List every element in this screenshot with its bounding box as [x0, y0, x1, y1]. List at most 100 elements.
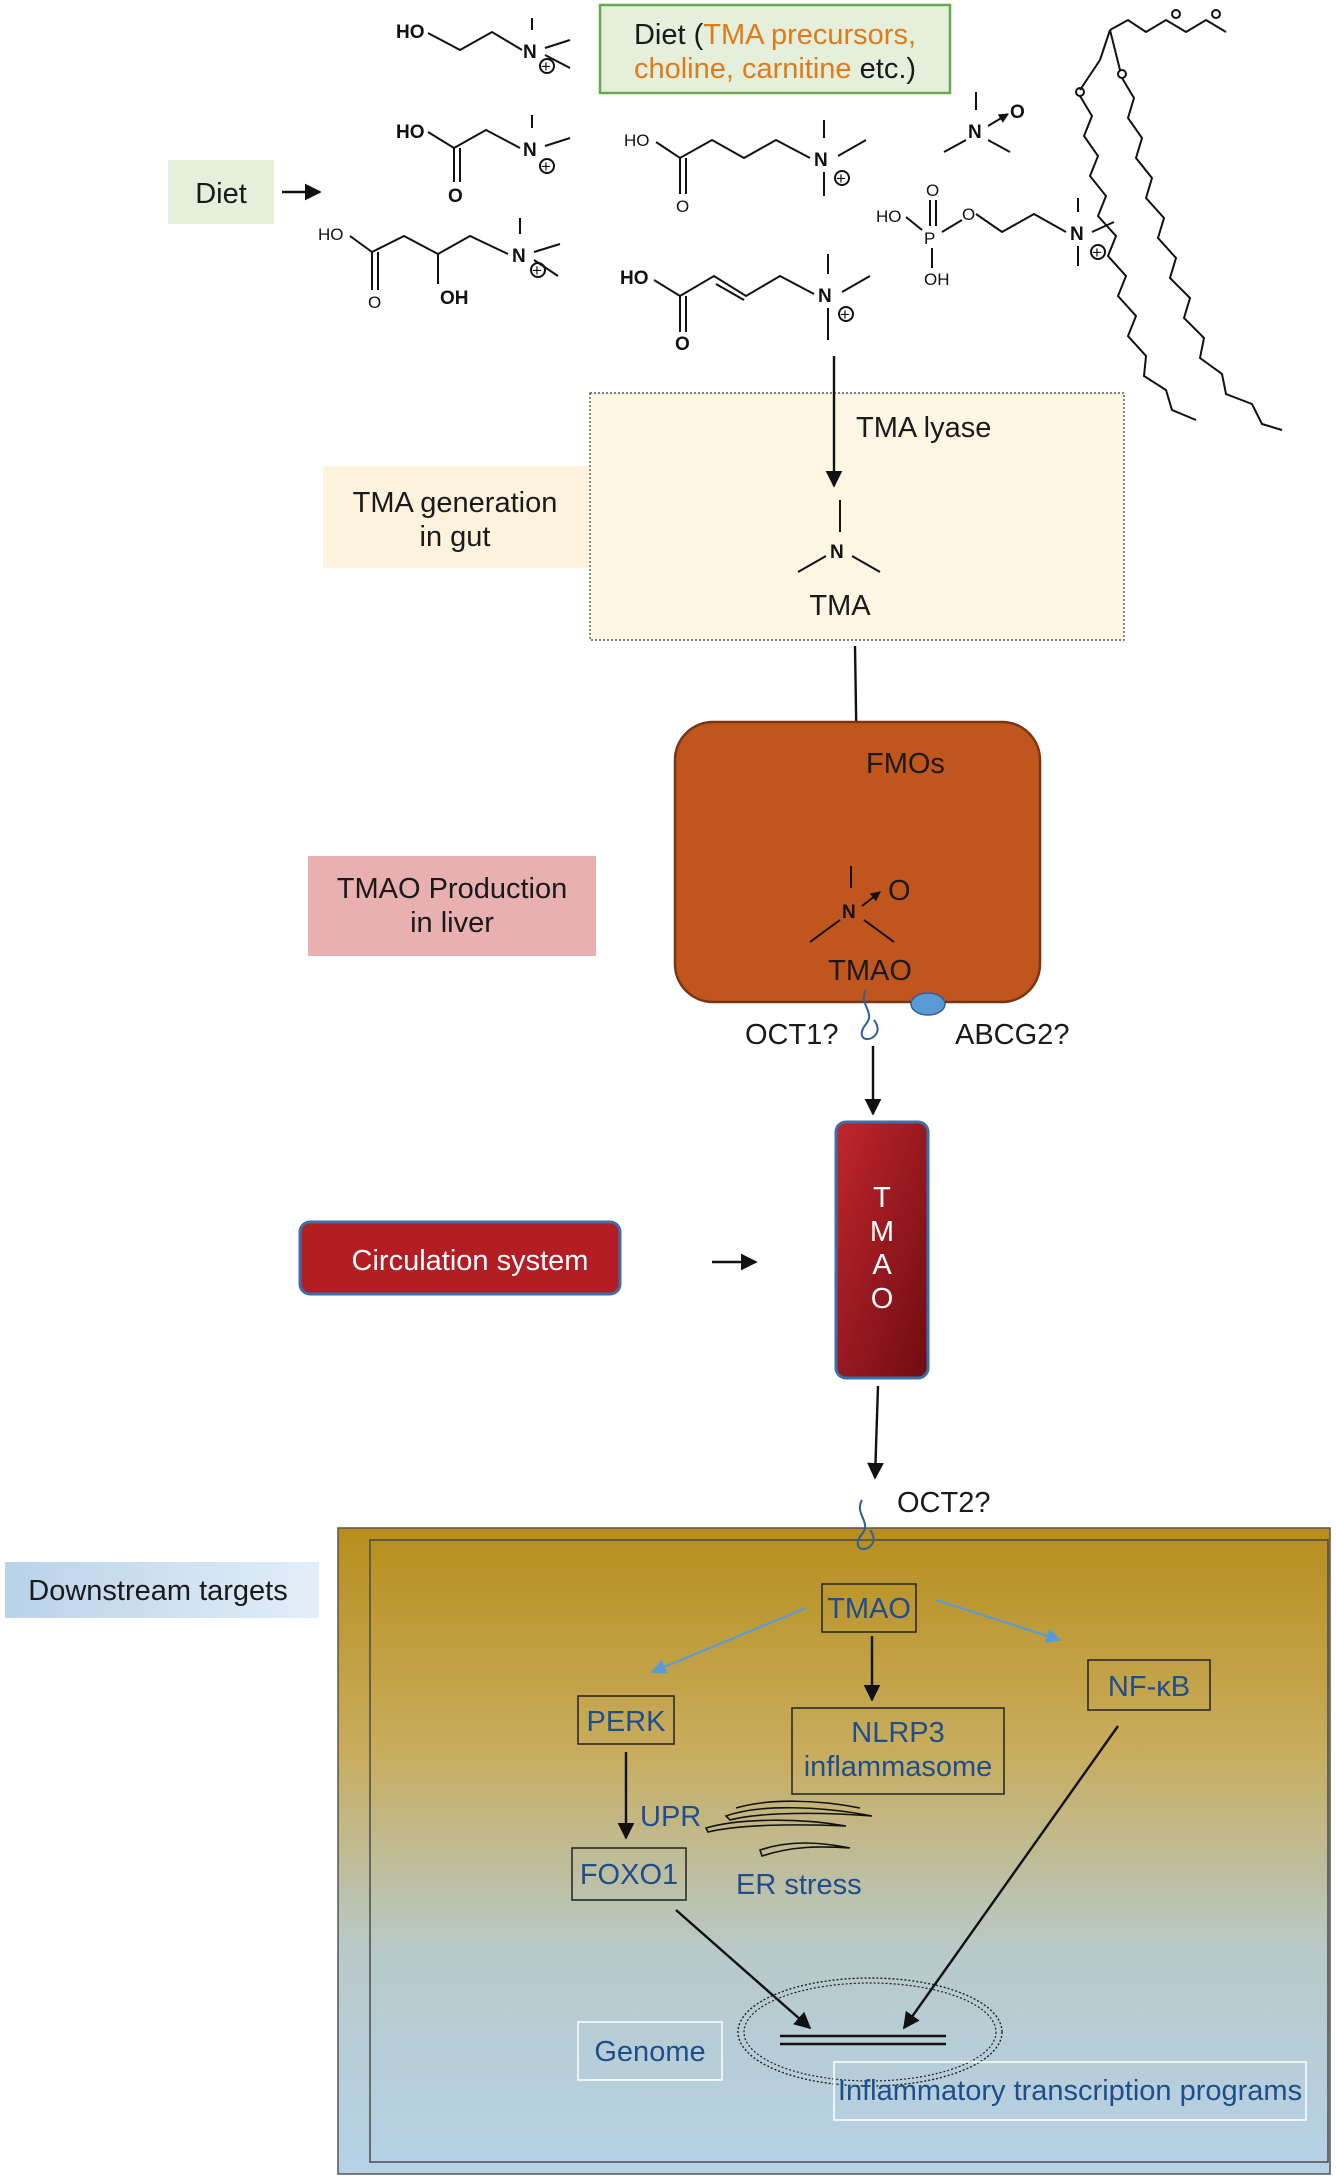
svg-text:OH: OH: [440, 288, 469, 309]
downstream-label-box: [5, 1562, 319, 1618]
nucleus-ellipse: [737, 1977, 1003, 2087]
svg-text:HO: HO: [396, 22, 425, 43]
tma-molecule: N: [797, 500, 881, 573]
svg-text:O: O: [448, 186, 463, 207]
svg-text:HO: HO: [876, 207, 902, 226]
choline-molecule: HO N +: [396, 18, 571, 76]
arrow-tmao-to-perk: [650, 1606, 807, 1674]
svg-text:HO: HO: [624, 131, 650, 150]
nucleus-ellipse-inner: [743, 1982, 997, 2082]
nlrp3-label-line2: inflammasome: [804, 1751, 993, 1783]
svg-text:O: O: [368, 293, 381, 312]
svg-text:O: O: [675, 334, 690, 355]
arrow-tmao-to-nfkb: [935, 1598, 1062, 1644]
svg-text:+: +: [1092, 243, 1102, 262]
blood-letter-t: T: [873, 1182, 891, 1214]
svg-text:O: O: [962, 205, 975, 224]
diet-info-box: [598, 3, 952, 95]
perk-box: [577, 1695, 675, 1745]
foxo1-box: [571, 1847, 687, 1901]
arrow-nfkb-to-genome: [903, 1725, 1119, 2030]
diet-label: Diet: [195, 178, 247, 210]
svg-text:P: P: [924, 229, 935, 248]
gut-box: [589, 392, 1125, 641]
blood-letter-a: A: [872, 1249, 892, 1281]
nfkb-box: [1087, 1659, 1211, 1711]
genome-box: [577, 2021, 723, 2081]
svg-text:N: N: [830, 542, 844, 563]
er-stress-label: ER stress: [736, 1869, 862, 1901]
nfkb-label: NF-κB: [1108, 1671, 1190, 1703]
svg-text:O: O: [1010, 102, 1025, 123]
svg-text:+: +: [532, 261, 542, 280]
svg-text:N: N: [818, 286, 832, 307]
circulation-label-box: [298, 1220, 622, 1296]
inflammatory-label: Inflammatory transcription programs: [838, 2075, 1302, 2107]
cell-tmao-label: TMAO: [827, 1593, 911, 1625]
genome-label: Genome: [594, 2036, 705, 2068]
diet-info-line2: choline, carnitine etc.): [634, 53, 916, 85]
downstream-label: Downstream targets: [28, 1575, 288, 1607]
abcg2-label: ABCG2?: [955, 1019, 1069, 1051]
diet-info-line1: Diet (TMA precursors,: [634, 19, 916, 51]
liver-label-line2: in liver: [410, 907, 494, 939]
betaine-molecule: HO O N +: [396, 115, 571, 207]
fmos-label: FMOs: [866, 748, 945, 780]
svg-text:OH: OH: [924, 270, 950, 289]
circulation-label: Circulation system: [352, 1245, 589, 1277]
svg-text:N: N: [523, 42, 537, 63]
svg-text:N: N: [814, 150, 828, 171]
abcg2-transporter-icon: [910, 992, 946, 1016]
nlrp3-box: [791, 1707, 1005, 1795]
oct2-label: OCT2?: [897, 1487, 990, 1519]
perk-label: PERK: [587, 1706, 667, 1738]
liver-label-line1: TMAO Production: [337, 873, 567, 905]
target-cell-inner-border: [369, 1539, 1329, 2163]
cell-tmao-box: [821, 1583, 917, 1633]
diet-label-box: [168, 160, 274, 224]
svg-text:+: +: [541, 57, 551, 76]
arrow-to-cell: [867, 1385, 884, 1480]
gut-label-line2: in gut: [420, 521, 491, 553]
blood-letter-m: M: [870, 1216, 894, 1248]
arrow-foxo1-to-genome: [675, 1909, 812, 2030]
svg-text:O: O: [676, 197, 689, 216]
blood-letter-o: O: [871, 1283, 894, 1315]
liver-label-box: [308, 856, 596, 956]
nlrp3-label-line1: NLRP3: [851, 1717, 945, 1749]
svg-text:O: O: [926, 181, 939, 200]
phosphatidylcholine-molecule: [1075, 9, 1283, 431]
tma-label: TMA: [809, 590, 871, 622]
svg-text:N: N: [842, 902, 856, 923]
gut-label-line1: TMA generation: [353, 487, 558, 519]
svg-text:N: N: [968, 122, 982, 143]
oct1-label: OCT1?: [745, 1019, 838, 1051]
tma-lyase-label: TMA lyase: [856, 412, 991, 444]
svg-text:+: +: [541, 157, 551, 176]
inflammatory-box: [833, 2061, 1307, 2121]
butyrobetaine-molecule: HO O N +: [624, 120, 867, 216]
oct1-transporter-icon: [860, 989, 879, 1040]
crotonobetaine-molecule: HO O N +: [620, 254, 871, 355]
svg-text:O: O: [888, 875, 911, 907]
svg-text:+: +: [836, 169, 846, 188]
svg-text:HO: HO: [318, 225, 344, 244]
blood-vessel: [834, 1120, 930, 1380]
tmao-liver-molecule: N O: [809, 866, 911, 943]
svg-text:N: N: [1070, 224, 1084, 245]
svg-text:N: N: [512, 246, 526, 267]
svg-text:N: N: [523, 140, 537, 161]
liver-shape: [673, 720, 1042, 1004]
tmao-liver-label: TMAO: [828, 955, 912, 987]
carnitine-molecule: HO O OH N +: [318, 218, 561, 312]
phosphocholine-molecule: HO P O OH O N +: [876, 181, 1115, 289]
oct2-transporter-icon: [856, 1499, 875, 1550]
tmao-small-molecule: N O: [943, 92, 1025, 153]
er-membrane-icon: [704, 1800, 873, 1858]
svg-text:+: +: [840, 305, 850, 324]
gut-label-box: [323, 466, 589, 568]
svg-text:HO: HO: [620, 268, 649, 289]
foxo1-label: FOXO1: [580, 1859, 678, 1891]
upr-label: UPR: [640, 1801, 701, 1833]
